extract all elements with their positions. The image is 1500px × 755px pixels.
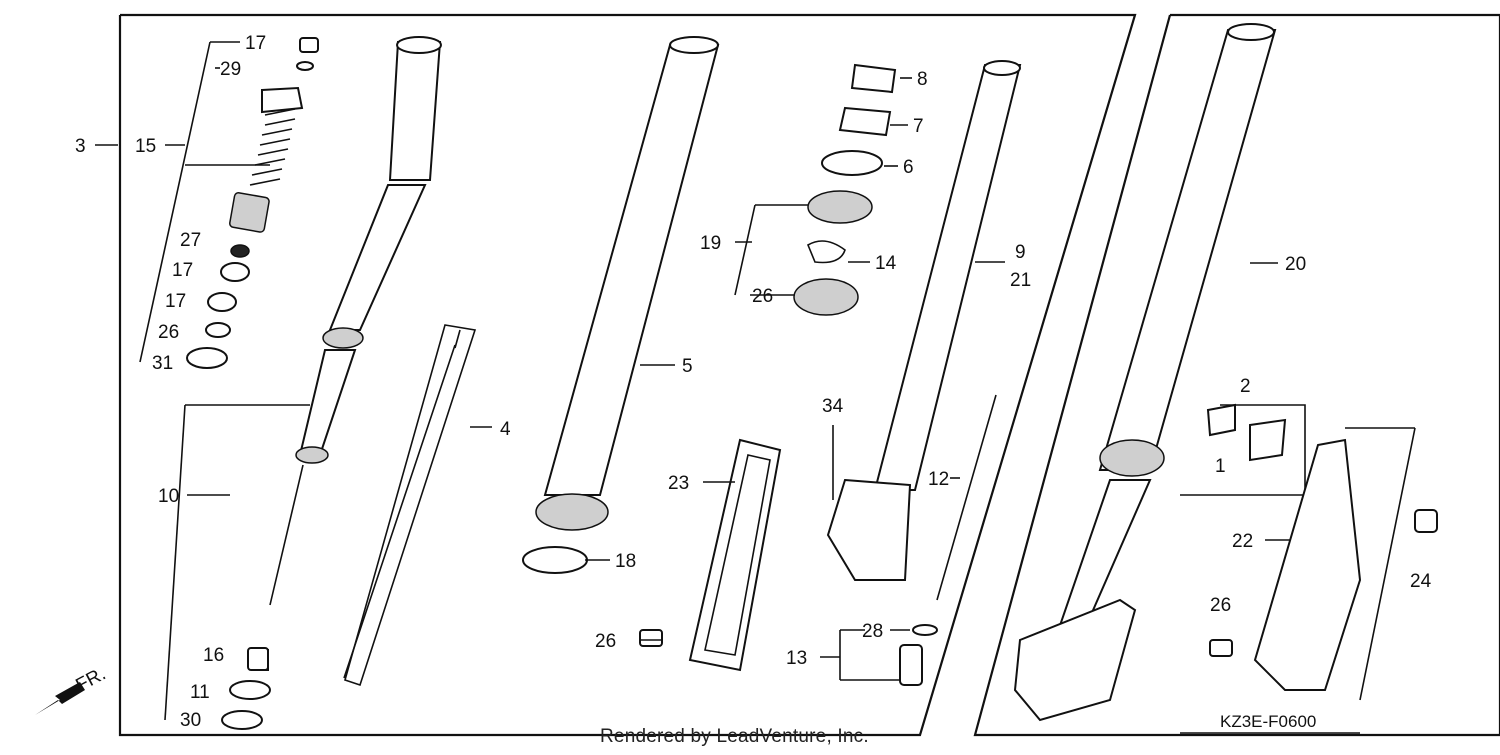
callout-29: 27 [180,230,201,251]
callout-9: 9 [1015,242,1026,263]
callout-5: 5 [682,356,693,377]
callout-21: 20 [1285,254,1306,275]
front-direction-arrow-icon: FR. [35,664,109,715]
callout-7: 7 [913,116,924,137]
callout-34: 34 [822,396,844,417]
callout-1: 1 [1215,456,1226,477]
callout-12: 12 [928,469,949,490]
footer-credit: Rendered by LeadVenture, Inc. [600,726,869,747]
cartridge-assembly-part-15 [186,37,319,369]
callout-16: 16 [203,645,224,666]
right-group-frame [973,13,1500,737]
callout-31: 29 [220,59,241,80]
callout-17a: 17 [172,260,193,281]
callout-6: 6 [903,157,914,178]
callout-17b: 17 [165,291,186,312]
callout-14: 14 [875,253,897,274]
callout-18: 17 [245,33,266,54]
callout-13: 13 [786,648,807,669]
callout-27: 26 [752,286,773,307]
callout-20: 19 [700,233,721,254]
callout-28: 26 [158,322,179,343]
leader-lines [95,41,1290,721]
steering-stem-part-9 [826,60,1022,686]
callout-11: 11 [190,682,210,703]
callout-23: 22 [1232,531,1253,552]
callout-19: 18 [615,551,636,572]
callout-24: 23 [668,473,689,494]
callout-4: 4 [500,419,511,440]
callout-32: 30 [180,710,201,731]
steering-bearing-parts [793,63,897,316]
callout-26a: 26 [595,631,616,652]
callout-26b: 26 [1210,595,1231,616]
callout-8: 8 [917,69,928,90]
outer-tube-part-5 [522,36,720,574]
callout-15: 15 [135,136,156,157]
inner-damper-assembly-part-10 [221,36,442,730]
callout-2: 2 [1240,376,1251,397]
right-fork-leg-part-21 [1013,23,1277,722]
callout-33: 31 [152,353,173,374]
callout-10: 10 [158,486,179,507]
fork-spring-part-4 [343,324,477,687]
callout-25: 24 [1410,571,1432,592]
callout-22: 21 [1010,270,1031,291]
fork-guard-part-24 [639,438,782,672]
fork-guard-part-23 [1206,403,1438,691]
diagram-code: KZ3E-F0600 [1220,712,1317,731]
callout-30: 28 [862,621,883,642]
left-group-frame [118,13,1137,737]
callout-3: 3 [75,136,86,157]
